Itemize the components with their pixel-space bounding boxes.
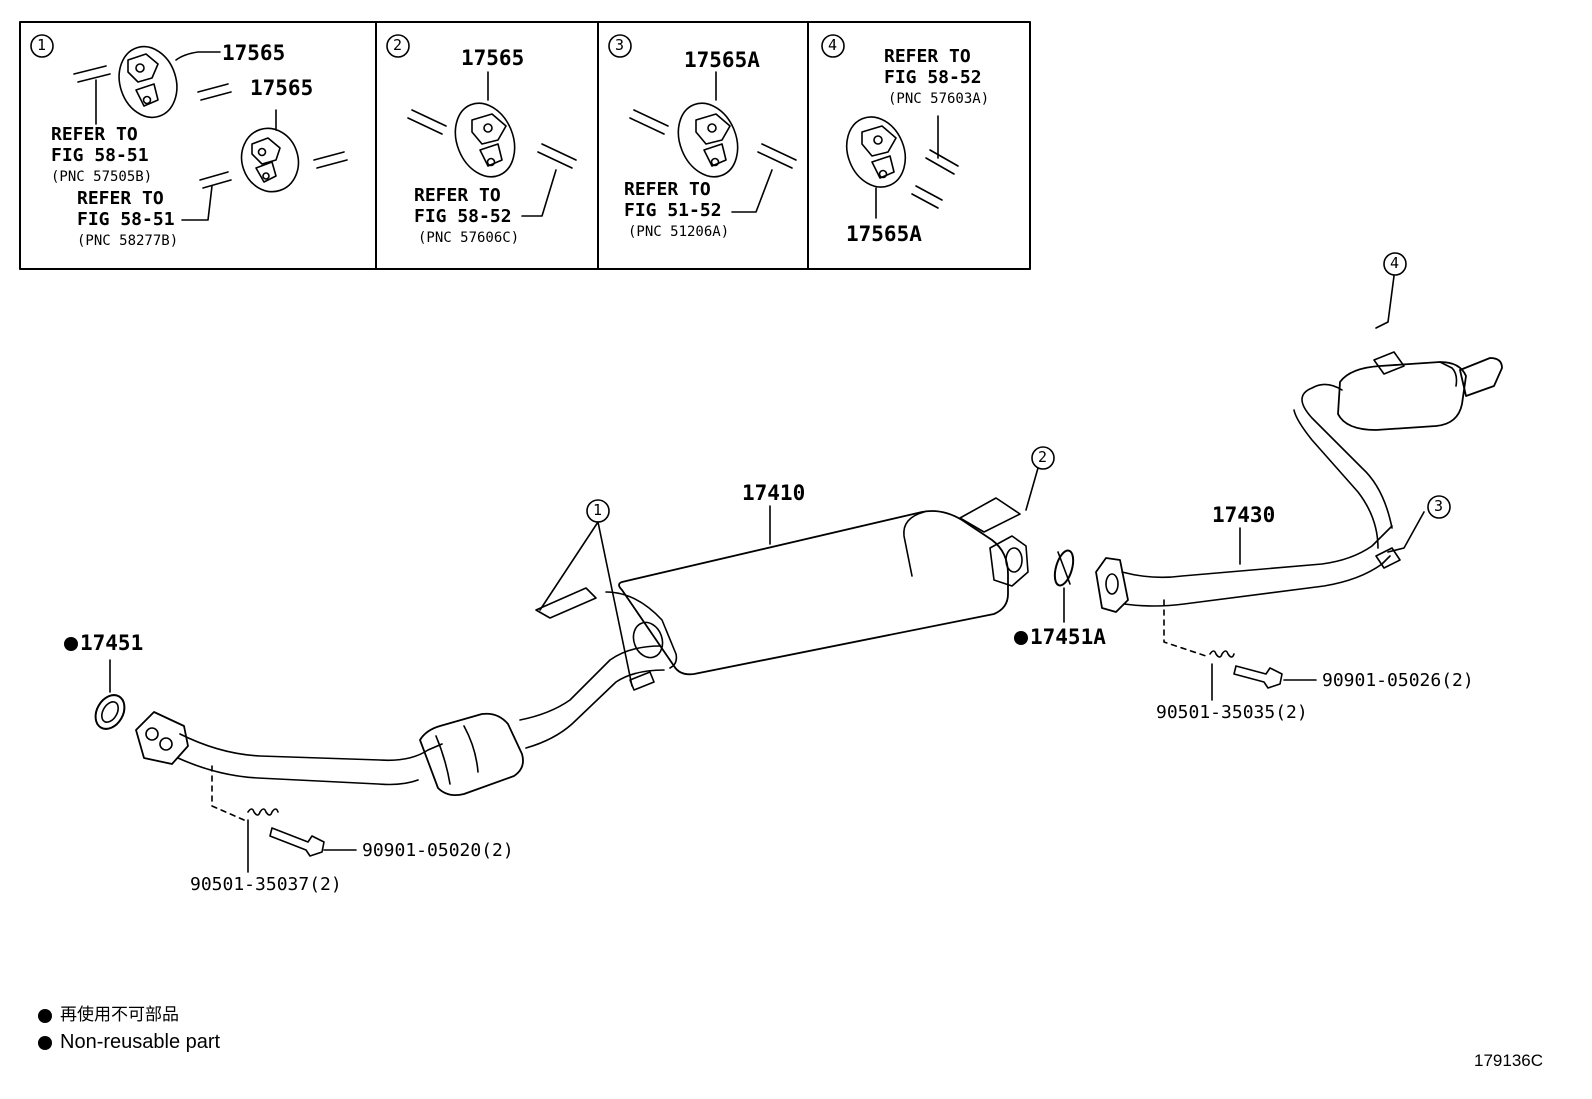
spring-rear-label: 90501-35035(2) [1156, 702, 1308, 723]
inset-1-ref-a-pnc: (PNC 57505B) [51, 169, 153, 185]
callout-1-number: 1 [593, 501, 603, 519]
inset-3-ref-pnc: (PNC 51206A) [628, 224, 730, 240]
inset-3-ref-line2: FIG 51-52 [624, 200, 722, 221]
inset-1-ref-a-line1: REFER TO [51, 124, 138, 145]
inset-number-circles [30, 34, 845, 58]
legend-jp: 再使用不可部品 [38, 1006, 179, 1023]
inset-4-part: 17565A [846, 222, 922, 246]
callout-2-number: 2 [1038, 448, 1048, 466]
inset-3-ref-line1: REFER TO [624, 179, 711, 200]
inset-2-ref-line2: FIG 58-52 [414, 206, 512, 227]
inset-4-ref-pnc: (PNC 57603A) [888, 91, 990, 107]
figure-id: 179136C [1474, 1051, 1544, 1070]
part-17451-text: 17451 [80, 631, 144, 655]
inset-3-part: 17565A [684, 48, 760, 72]
legend-dot-icon [38, 1035, 52, 1050]
legend-dot-icon [38, 1008, 52, 1023]
center-muffler [535, 467, 1039, 691]
inset-2-hanger [407, 71, 577, 217]
tail-pipe [1095, 275, 1503, 701]
non-reusable-dot-icon [1014, 631, 1028, 645]
inset-2-number: 2 [393, 36, 403, 54]
inset-1-part-top: 17565 [222, 41, 286, 65]
inset-1-number: 1 [37, 36, 47, 54]
inset-4-ref-line1: REFER TO [884, 46, 971, 67]
inset-1-ref-a-line2: FIG 58-51 [51, 145, 149, 166]
legend-en: Non-reusable part [38, 1032, 220, 1052]
part-17451A-label: 17451A [1014, 627, 1106, 648]
inset-panels [19, 21, 1031, 270]
inset-2-ref-line1: REFER TO [414, 185, 501, 206]
inset-3-number: 3 [615, 36, 625, 54]
inset-3-hanger [629, 71, 797, 213]
callout-4-number: 4 [1390, 254, 1400, 272]
inset-4-hanger [845, 115, 959, 219]
inset-1-part-bottom: 17565 [250, 76, 314, 100]
inset-1-ref-b-line2: FIG 58-51 [77, 209, 175, 230]
legend-en-text: Non-reusable part [60, 1031, 221, 1053]
main-callout-circles [586, 252, 1451, 523]
part-17451-label: 17451 [64, 633, 143, 654]
inset-2-part: 17565 [461, 46, 525, 70]
bolt-rear-label: 90901-05026(2) [1322, 670, 1474, 691]
part-17430-label: 17430 [1212, 503, 1276, 527]
inset-1-ref-b-pnc: (PNC 58277B) [77, 233, 179, 249]
inset-2-ref-pnc: (PNC 57606C) [418, 230, 520, 246]
part-17451A-text: 17451A [1030, 625, 1106, 649]
part-17410-label: 17410 [742, 481, 806, 505]
callout-3-number: 3 [1434, 497, 1444, 515]
legend-jp-text: 再使用不可部品 [60, 1005, 179, 1024]
spring-front-label: 90501-35037(2) [190, 874, 342, 895]
front-pipe [94, 645, 665, 873]
inset-4-number: 4 [828, 36, 838, 54]
gasket-rear [1053, 549, 1075, 623]
bolt-front-label: 90901-05020(2) [362, 840, 514, 861]
inset-1-hangers [73, 45, 348, 221]
inset-4-ref-line2: FIG 58-52 [884, 67, 982, 88]
non-reusable-dot-icon [64, 637, 78, 651]
inset-1-ref-b-line1: REFER TO [77, 188, 164, 209]
